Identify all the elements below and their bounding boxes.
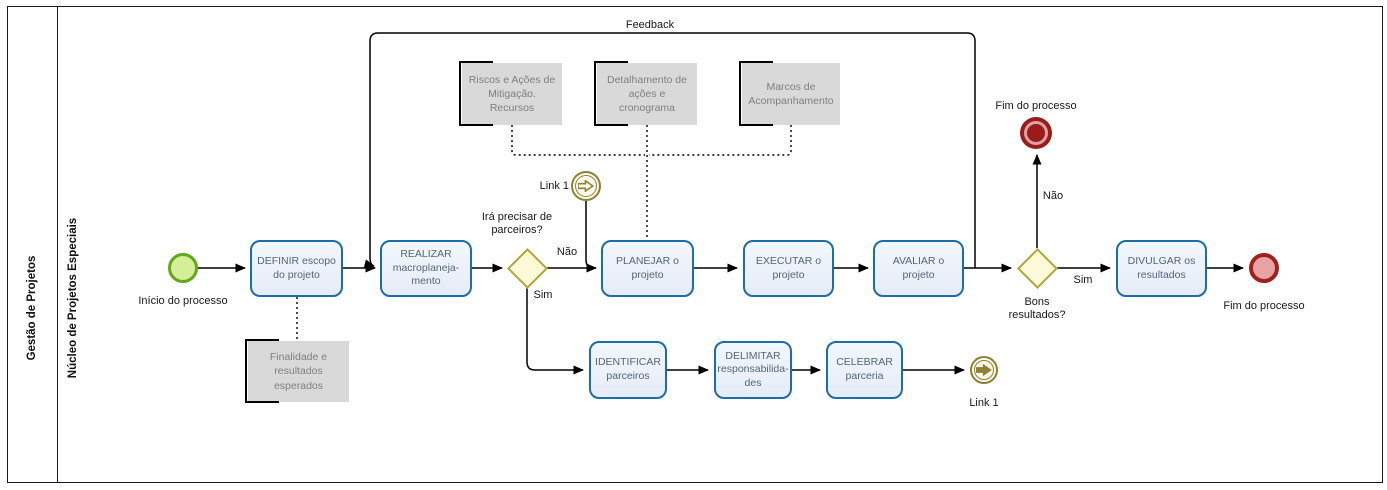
lane-name: Núcleo de Projetos Especiais [67,217,79,379]
link-ring-icon [974,360,994,380]
link-throw-event[interactable] [970,356,998,384]
flow-label-nao: Não [1042,190,1064,202]
flow-label-sim: Sim [533,289,553,301]
pool-name: Gestão de Projetos [26,255,38,361]
gateway-parceiros-question: Irá precisar de parceiros? [481,211,553,237]
gateway-resultados-question: Bons resultados? [1008,296,1066,322]
pool-border [7,6,1383,483]
data-object-detalhamento[interactable]: Detalhamento de ações e cronograma [594,61,697,126]
link-arrow-icon [578,180,594,192]
task-delimitar-responsabilidades[interactable]: DELIMITAR responsabilida- des [714,341,792,399]
feedback-flow-label: Feedback [625,19,675,31]
terminate-end-event[interactable] [1020,117,1052,149]
end-event[interactable] [1249,253,1279,283]
task-executar-projeto[interactable]: EXECUTAR o projeto [743,240,834,297]
task-identificar-parceiros[interactable]: IDENTIFICAR parceiros [589,341,667,399]
link-catch-label: Link 1 [539,180,569,192]
start-event-label: Início do processo [138,295,228,307]
flow-label-nao: Não [556,246,578,258]
task-celebrar-parceria[interactable]: CELEBRAR parceria [826,341,903,399]
link-catch-event[interactable] [571,171,601,201]
task-definir-escopo[interactable]: DEFINIR escopo do projeto [250,240,343,297]
terminate-ring-icon [1024,121,1048,145]
start-event[interactable] [168,253,198,283]
terminate-event-label: Fim do processo [995,100,1077,112]
data-object-marcos[interactable]: Marcos de Acompanhamento [739,61,840,126]
task-divulgar-resultados[interactable]: DIVULGAR os resultados [1116,240,1207,297]
pool-lane-divider [57,6,58,483]
link-arrow-icon [976,364,992,376]
flow-label-sim: Sim [1073,274,1093,286]
end-event-label: Fim do processo [1223,300,1305,312]
task-realizar-macroplanejamento[interactable]: REALIZAR macroplaneja- mento [380,240,472,297]
link-throw-label: Link 1 [969,397,999,409]
task-planejar-projeto[interactable]: PLANEJAR o projeto [601,240,694,297]
data-object-finalidade[interactable]: Finalidade e resultados esperados [245,339,349,403]
task-avaliar-projeto[interactable]: AVALIAR o projeto [873,240,964,297]
data-object-riscos[interactable]: Riscos e Ações de Mitigação. Recursos [459,61,562,126]
